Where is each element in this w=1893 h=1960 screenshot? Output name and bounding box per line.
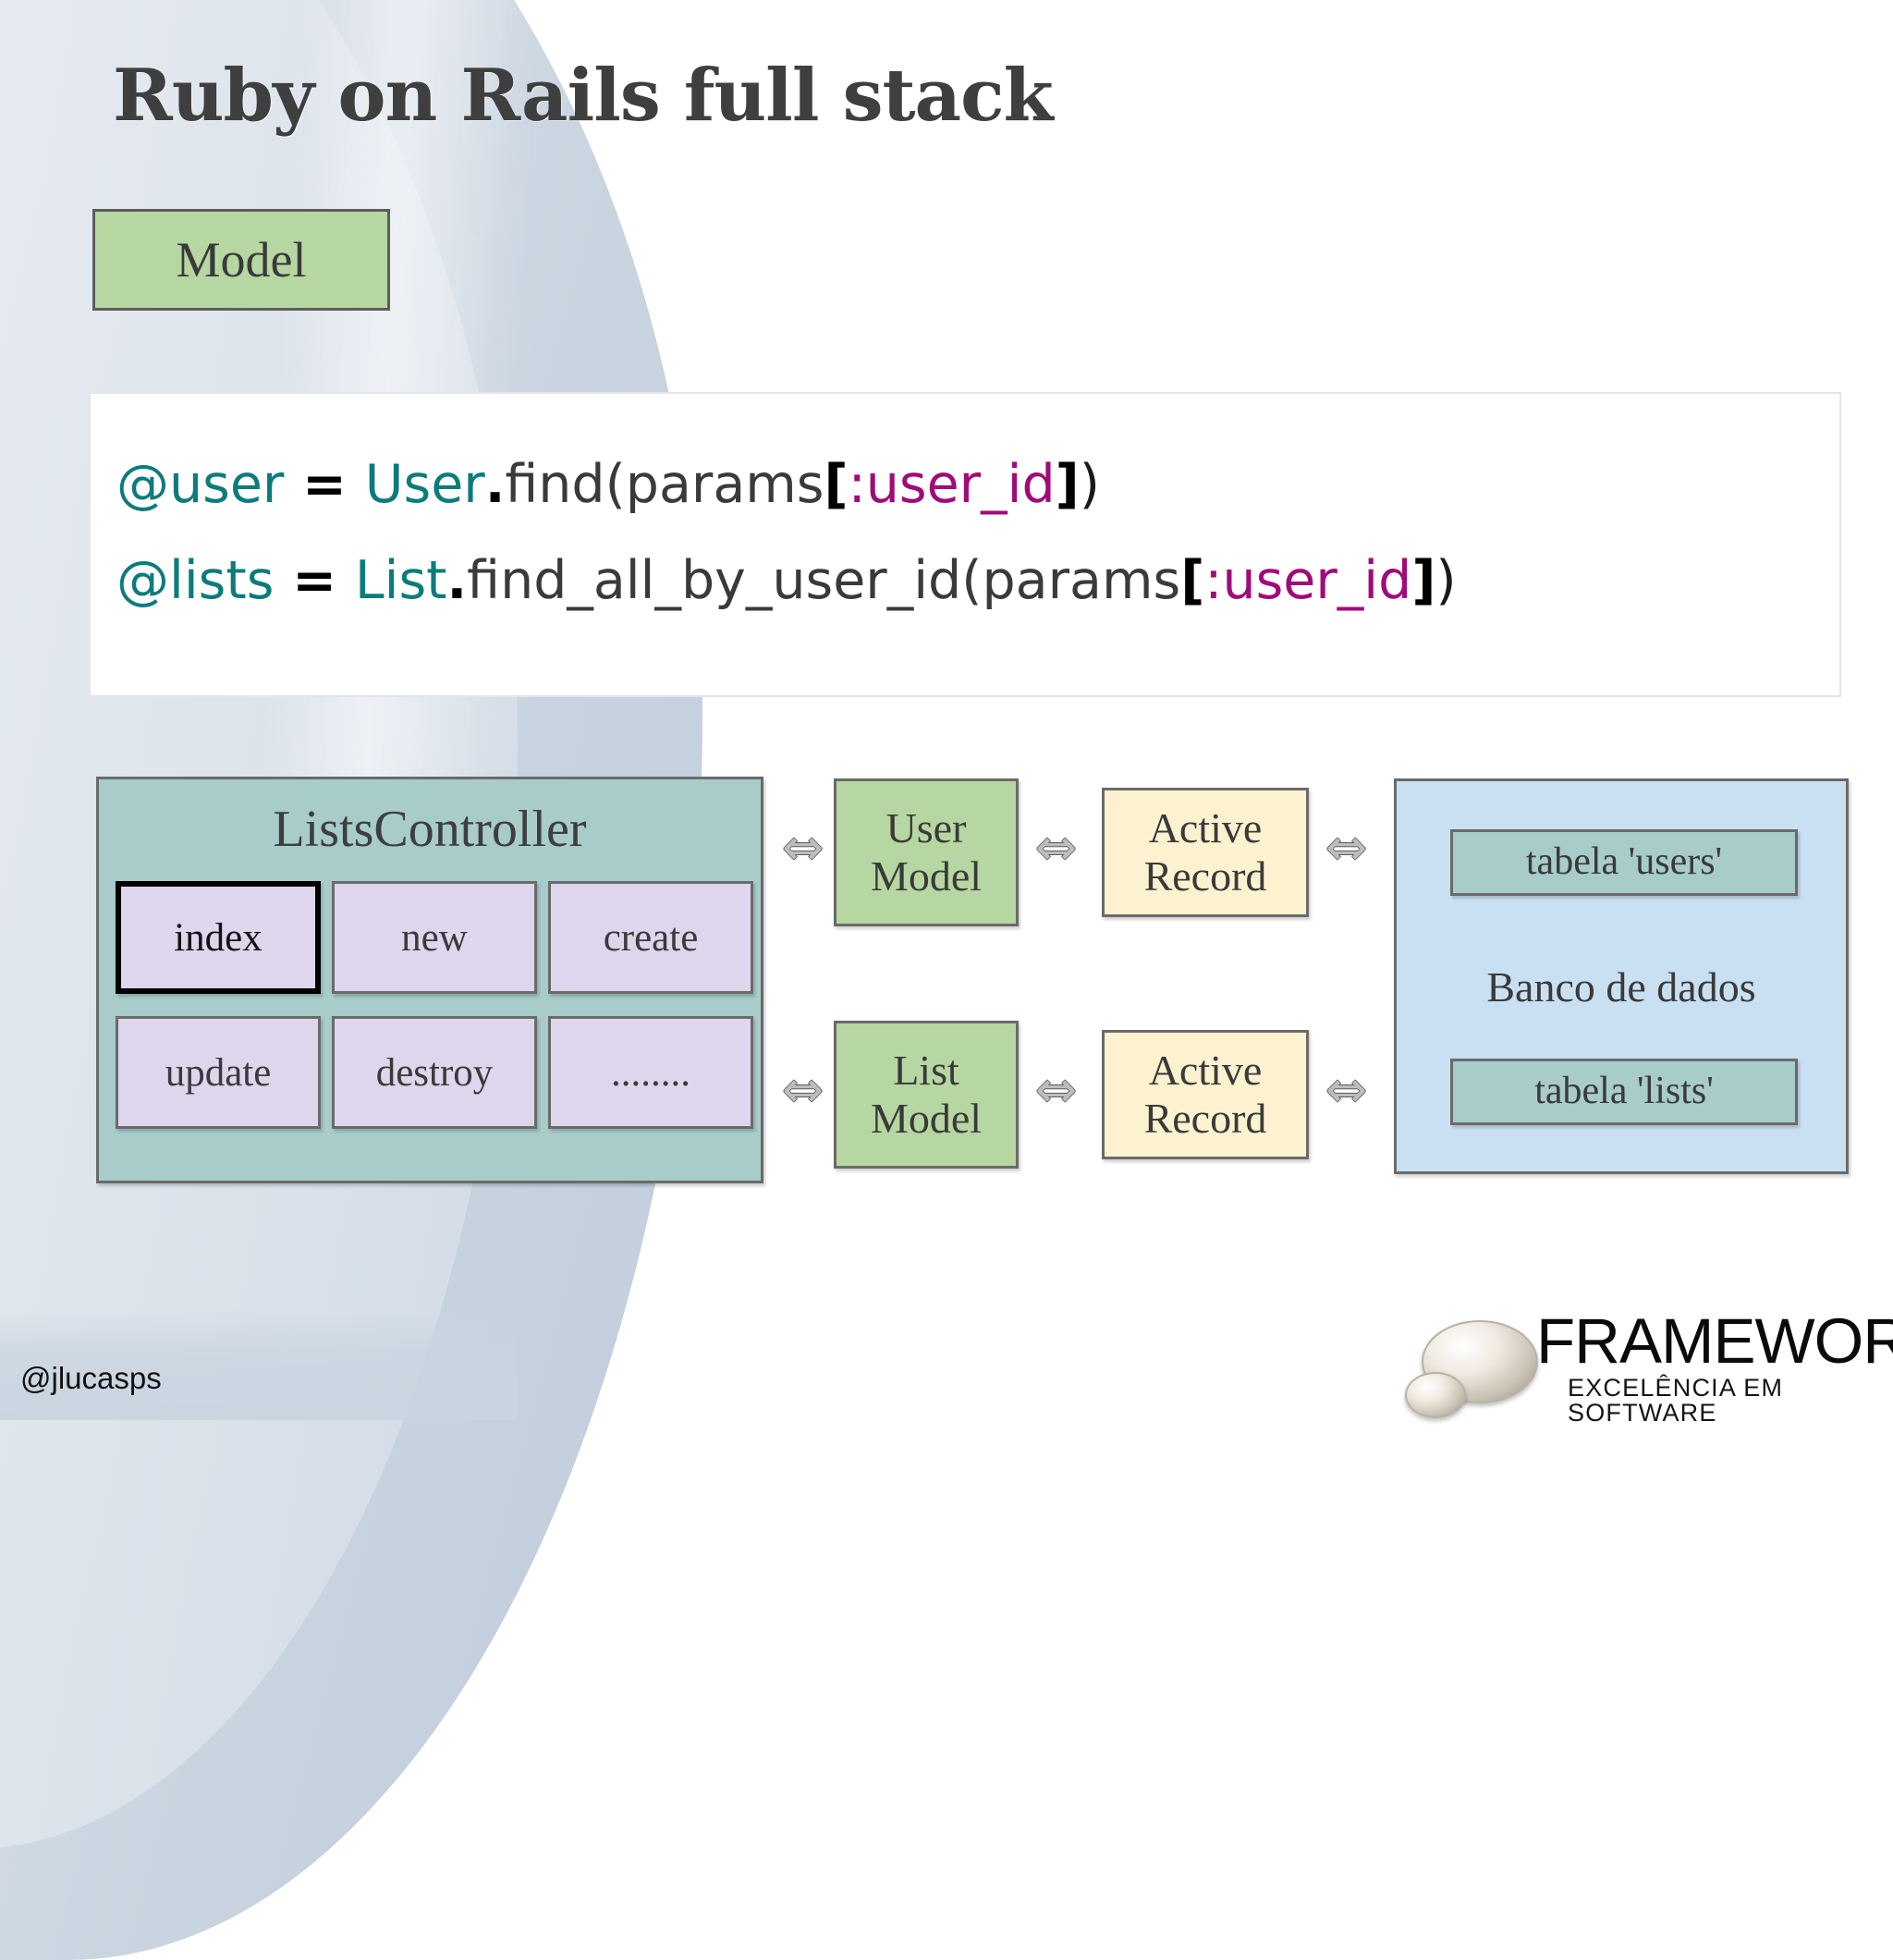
list-model-label: List Model [870,1047,983,1142]
code-symbol: :user_id [848,454,1056,515]
active-record-box-lists: Active Record [1102,1030,1309,1159]
user-model-label: User Model [870,804,983,900]
logo-tagline: EXCELÊNCIA EM SOFTWARE [1568,1374,1784,1427]
code-bracket-close: ] [1055,454,1080,515]
database-panel: tabela 'users' Banco de dados tabela 'li… [1394,778,1849,1174]
controller-action-label: new [401,915,468,960]
controller-action-label: update [165,1050,272,1095]
code-symbol: :user_id [1204,550,1412,611]
code-bracket-open: [ [824,454,849,515]
controller-action-more[interactable]: ........ [548,1016,753,1129]
logo-wordmark: FRAMEWORK [1536,1305,1893,1377]
arrow-active-record-database-lists: ⇔ [1325,1060,1368,1119]
arrow-controller-user-model: ⇔ [782,818,824,876]
arrow-active-record-database-users: ⇔ [1325,818,1368,876]
user-model-box: User Model [834,778,1019,926]
controller-action-label: ........ [611,1050,690,1095]
code-method: find_all_by_user_id(params [467,550,1181,611]
slide-content: Ruby on Rails full stack Model @user = U… [0,54,1893,1202]
layer-tag-model: Model [92,209,390,311]
code-ivar: @user [116,454,285,515]
list-model-box: List Model [834,1021,1019,1169]
architecture-diagram: ListsController index new create update … [0,767,1893,1202]
background-footer-band [0,1309,518,1420]
code-panel: @user = User.find(params[:user_id]) @lis… [89,392,1841,697]
arrow-user-model-active-record: ⇔ [1035,818,1078,876]
database-table-label: tabela 'lists' [1534,1070,1714,1113]
active-record-label: Active Record [1143,1047,1267,1142]
code-operator: = [284,454,365,515]
code-method: find(params [505,454,824,515]
controller-action-index[interactable]: index [116,881,321,994]
code-line-2: @lists = List.find_all_by_user_id(params… [116,533,1839,629]
code-line-1: @user = User.find(params[:user_id]) [116,436,1839,533]
code-bracket-open: [ [1180,550,1205,611]
controller-action-label: destroy [375,1050,494,1095]
arrow-list-model-active-record: ⇔ [1035,1060,1078,1119]
code-paren-close: ) [1079,454,1100,515]
controller-title: ListsController [273,801,587,858]
controller-action-label: index [174,915,263,960]
controller-action-create[interactable]: create [548,881,753,994]
code-operator: = [274,550,355,611]
database-table-lists: tabela 'lists' [1450,1059,1798,1125]
author-handle: @jlucasps [20,1361,162,1395]
code-constant: User [364,454,485,515]
framework-logo: FRAMEWORK EXCELÊNCIA EM SOFTWARE [1405,1300,1893,1426]
controller-action-update[interactable]: update [116,1016,321,1129]
arrow-controller-list-model: ⇔ [782,1060,824,1119]
active-record-box-users: Active Record [1102,788,1309,917]
code-constant: List [354,550,447,611]
code-ivar: @lists [116,550,275,611]
database-table-users: tabela 'users' [1450,829,1798,896]
active-record-label: Active Record [1143,804,1267,900]
database-label: Banco de dados [1486,963,1756,1011]
code-bracket-close: ] [1411,550,1436,611]
code-paren-close: ) [1435,550,1457,611]
controller-panel: ListsController index new create update … [96,777,763,1183]
logo-disc-small-icon [1405,1372,1466,1418]
code-dot: . [484,454,506,515]
controller-action-label: create [603,915,699,960]
controller-action-destroy[interactable]: destroy [332,1016,537,1129]
database-table-label: tabela 'users' [1525,840,1723,884]
page-title: Ruby on Rails full stack [113,54,1054,138]
layer-tag-label: Model [176,232,307,288]
controller-action-new[interactable]: new [332,881,537,994]
code-dot: . [446,550,468,611]
